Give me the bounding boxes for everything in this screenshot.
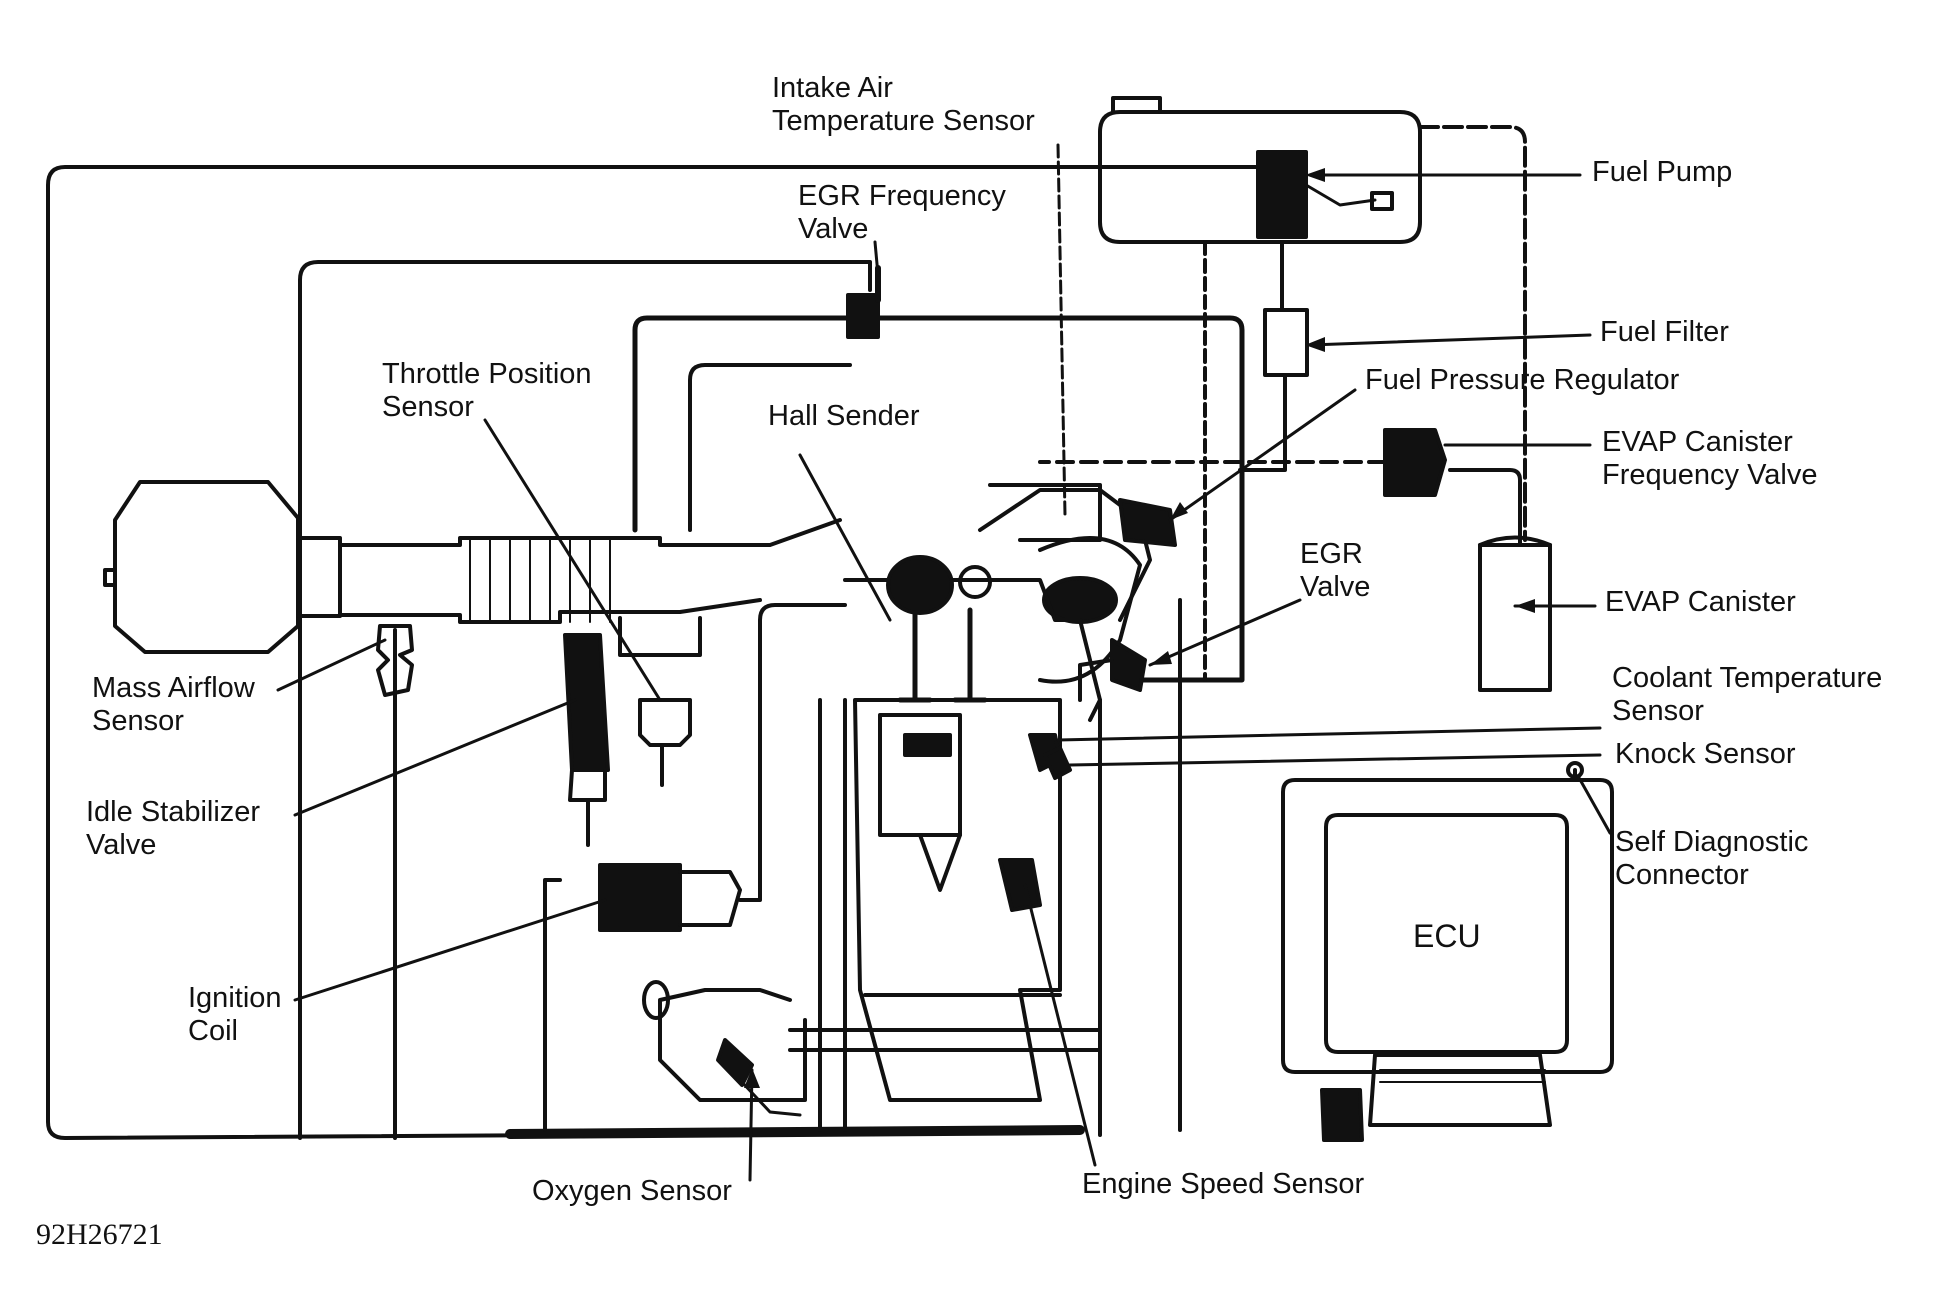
connecting-rod xyxy=(918,833,962,892)
ecu-connector-ridges xyxy=(1379,1069,1546,1083)
evap-canister-top xyxy=(1478,535,1552,547)
egr-valve-body xyxy=(1110,638,1147,692)
oxygen-sensor-wire xyxy=(738,1078,802,1117)
label-knock-sensor: Knock Sensor xyxy=(1615,738,1796,770)
label-mass-airflow-sensor: Mass Airflow Sensor xyxy=(92,672,255,737)
leader-egr-frequency xyxy=(873,240,880,277)
exhaust-valve xyxy=(952,607,988,703)
arrow-fuel-pressure-reg xyxy=(1170,502,1188,520)
ecu-connector xyxy=(1368,1053,1552,1127)
leader-fuel-filter xyxy=(1308,333,1592,347)
fuel-return-line xyxy=(1418,125,1527,542)
fuel-filter-out xyxy=(1238,373,1287,472)
egr-frequency-valve-body xyxy=(846,293,880,339)
leader-egr-valve xyxy=(1148,598,1302,667)
leader-intake-air-temp xyxy=(1056,143,1067,517)
label-egr-frequency-valve: EGR Frequency Valve xyxy=(798,180,1006,245)
plenum xyxy=(988,483,1102,542)
label-ignition-coil: Ignition Coil xyxy=(188,982,282,1047)
label-intake-air-temperature-sensor: Intake Air Temperature Sensor xyxy=(772,72,1035,137)
leader-self-diag xyxy=(1576,774,1612,835)
label-egr-valve: EGR Valve xyxy=(1300,538,1371,603)
label-engine-speed-sensor: Engine Speed Sensor xyxy=(1082,1168,1365,1200)
ecu-plug xyxy=(1320,1088,1364,1142)
label-fuel-pressure-regulator: Fuel Pressure Regulator xyxy=(1365,364,1680,396)
fuel-pressure-regulator xyxy=(1118,498,1177,547)
label-oxygen-sensor: Oxygen Sensor xyxy=(532,1175,732,1207)
intake-bellows xyxy=(469,537,611,623)
ecu-outer xyxy=(1281,778,1614,1074)
egr-vacuum-hose xyxy=(632,315,1245,683)
figure-code: 92H26721 xyxy=(36,1218,163,1251)
leader-coolant-temp xyxy=(1056,726,1602,742)
ignition-coil-body xyxy=(598,863,682,932)
label-throttle-position-sensor: Throttle Position Sensor xyxy=(382,358,592,423)
fuel-pump-wire xyxy=(1304,183,1377,207)
coil-wire-down xyxy=(543,878,562,1132)
leader-hall-sender xyxy=(798,453,892,622)
idle-stabilizer-body xyxy=(563,633,610,772)
label-evap-canister-frequency-valve: EVAP Canister Frequency Valve xyxy=(1602,426,1818,491)
leader-ignition-coil xyxy=(293,898,607,1002)
label-fuel-pump: Fuel Pump xyxy=(1592,156,1733,188)
main-wiring-harness xyxy=(46,165,1292,1140)
evap-frequency-valve xyxy=(1383,428,1447,497)
knock-sensor xyxy=(1043,746,1072,780)
harness-second-loop xyxy=(298,260,872,1140)
arrow-oxygen-sensor xyxy=(744,1068,760,1088)
injector-rail xyxy=(1038,536,1142,684)
exhaust-opening xyxy=(642,980,670,1020)
label-evap-canister: EVAP Canister xyxy=(1605,586,1796,618)
evap-hose xyxy=(1448,468,1522,547)
label-fuel-filter: Fuel Filter xyxy=(1600,316,1729,348)
harness-bottom-thick xyxy=(505,1125,1085,1139)
arrow-egr-valve xyxy=(1150,651,1172,665)
exhaust-manifold xyxy=(658,988,807,1102)
label-self-diagnostic-connector: Self Diagnostic Connector xyxy=(1615,826,1809,891)
leader-engine-speed xyxy=(1023,883,1097,1167)
ecu-inner xyxy=(1324,813,1569,1054)
idle-stabilizer-tip xyxy=(568,768,607,802)
throttle-body xyxy=(618,616,702,657)
leader-throttle-position xyxy=(483,418,662,702)
tps-body xyxy=(638,698,692,747)
label-coolant-temperature-sensor: Coolant Temperature Sensor xyxy=(1612,662,1883,727)
hall-sender-body xyxy=(886,555,954,615)
ecu-label: ECU xyxy=(1413,918,1481,954)
air-cleaner xyxy=(113,480,300,654)
cam-gear xyxy=(958,565,992,599)
evap-canister xyxy=(1478,543,1552,692)
fuel-tank-cap xyxy=(1111,96,1162,114)
intake-duct xyxy=(338,518,842,624)
leader-oxygen-sensor xyxy=(748,1068,754,1182)
arrow-fuel-pump xyxy=(1305,168,1325,182)
label-hall-sender: Hall Sender xyxy=(768,400,920,432)
leader-idle-stabilizer xyxy=(293,698,577,817)
fuel-tank xyxy=(1098,110,1422,244)
ignition-lead xyxy=(738,603,847,902)
intake-valve xyxy=(897,607,933,703)
fuel-pump-body xyxy=(1256,150,1308,239)
ignition-coil-end xyxy=(678,870,742,927)
label-idle-stabilizer-valve: Idle Stabilizer Valve xyxy=(86,796,261,861)
arrow-fuel-filter xyxy=(1305,337,1325,352)
egr-hose-2 xyxy=(688,363,852,532)
leader-fuel-pressure-reg xyxy=(1168,388,1357,522)
oxygen-sensor-body xyxy=(716,1038,754,1087)
egr-tube xyxy=(1078,658,1114,702)
maf-sensor xyxy=(376,624,414,697)
piston-ring xyxy=(903,733,952,757)
exhaust-pipe xyxy=(788,1028,1102,1052)
engine-speed-sensor xyxy=(998,858,1042,912)
air-cleaner-neck xyxy=(296,536,342,618)
arrow-evap-canister xyxy=(1515,599,1535,613)
air-cleaner-nub xyxy=(103,568,117,587)
leader-mass-airflow xyxy=(276,638,387,692)
fuel-pump-connector xyxy=(1370,191,1394,211)
fuel-filter-body xyxy=(1263,308,1309,377)
leader-knock-sensor xyxy=(1068,753,1602,767)
